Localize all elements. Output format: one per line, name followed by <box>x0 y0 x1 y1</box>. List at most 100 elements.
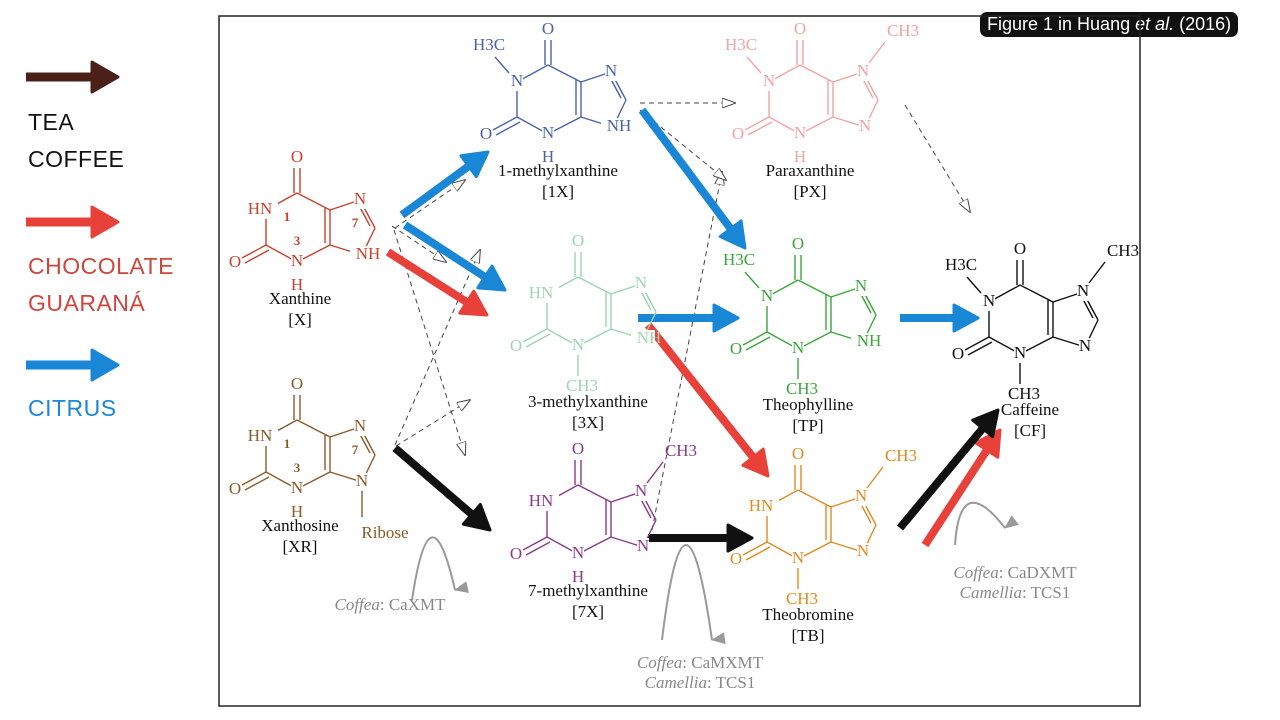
pathway-arrow <box>638 303 740 333</box>
atom-label: N <box>792 338 804 357</box>
atom-label: N <box>291 478 303 497</box>
atom-label: CH3 <box>786 379 818 398</box>
molecule-abbreviation: [XR] <box>283 537 318 556</box>
atom-label: NH <box>637 328 662 347</box>
atom-label: Ribose <box>361 523 408 542</box>
atom-label: HN <box>248 426 273 445</box>
atom-label: N <box>794 123 806 142</box>
molecule-name: Theophylline <box>763 395 854 414</box>
atom-label: N <box>291 251 303 270</box>
atom-label: N <box>1077 281 1089 300</box>
atom-label: O <box>291 374 303 393</box>
pathway-arrow <box>648 523 754 553</box>
atom-label: N <box>542 123 554 142</box>
atom-label: NH <box>356 244 381 263</box>
atom-label: H <box>291 502 303 521</box>
atom-label: O <box>510 336 522 355</box>
legend-label: CITRUS <box>28 395 117 421</box>
molecule-abbreviation: [1X] <box>542 182 574 201</box>
atom-label: N <box>605 61 617 80</box>
pathway-arrow <box>402 221 507 292</box>
atom-label: N <box>511 71 523 90</box>
atom-label: O <box>730 549 742 568</box>
atom-label: H <box>794 147 806 166</box>
atom-label: N <box>857 61 869 80</box>
atom-label: O <box>572 231 584 250</box>
atom-label: N <box>635 273 647 292</box>
atom-label: 1 <box>284 436 291 451</box>
molecule-name: 1-methylxanthine <box>498 161 618 180</box>
minor-pathway-arrow <box>395 400 470 447</box>
pathway-arrow <box>900 303 980 333</box>
legend-arrow-icon <box>26 348 121 387</box>
atom-label: N <box>1079 336 1091 355</box>
atom-label: NH <box>857 331 882 350</box>
pathway-arrow <box>392 444 492 532</box>
atom-label: HN <box>529 491 554 510</box>
molecule-name: 3-methylxanthine <box>528 392 648 411</box>
molecule-name: Paraxanthine <box>766 161 855 180</box>
molecule-abbreviation: [TP] <box>792 416 823 435</box>
atom-label: H3C <box>725 35 757 54</box>
enzyme-label: Camellia: TCS1 <box>645 673 756 692</box>
atom-label: CH3 <box>885 446 917 465</box>
atom-label: N <box>859 116 871 135</box>
atom-label: O <box>229 479 241 498</box>
atom-label: N <box>354 189 366 208</box>
minor-pathway-arrow <box>391 225 446 262</box>
molecule-abbreviation: [TB] <box>791 626 824 645</box>
atom-label: O <box>229 252 241 271</box>
atom-label: HN <box>248 199 273 218</box>
atom-label: H3C <box>473 35 505 54</box>
atom-label: CH3 <box>566 376 598 395</box>
enzyme-label: Coffea: CaXMT <box>335 595 447 614</box>
atom-label: 3 <box>294 460 301 475</box>
molecule-name: Theobromine <box>762 605 854 624</box>
figure-frame <box>218 15 1141 707</box>
atom-label: O <box>480 124 492 143</box>
atom-label: H <box>572 567 584 586</box>
atom-label: O <box>792 444 804 463</box>
atom-label: N <box>572 335 584 354</box>
atom-label: N <box>983 291 995 310</box>
pathway-arrow <box>638 107 747 250</box>
atom-label: O <box>542 19 554 38</box>
pathway-arrow <box>385 248 489 317</box>
legend-arrow-icon <box>26 205 121 244</box>
minor-pathway-arrow <box>651 172 722 531</box>
atom-label: CH3 <box>1008 384 1040 403</box>
atom-label: N <box>855 276 867 295</box>
enzyme-label: Camellia: TCS1 <box>960 583 1071 602</box>
atom-label: N <box>855 486 867 505</box>
molecule-abbreviation: [CF] <box>1014 421 1046 440</box>
atom-label: H3C <box>945 255 977 274</box>
atom-label: O <box>952 344 964 363</box>
atom-label: N <box>635 481 647 500</box>
atom-label: N <box>572 543 584 562</box>
atom-label: HN <box>749 496 774 515</box>
atom-label: N <box>792 548 804 567</box>
enzyme-arc-arrow <box>411 536 470 601</box>
atom-label: 1 <box>284 209 291 224</box>
atom-label: N <box>637 536 649 555</box>
enzyme-arc-arrow <box>661 544 726 645</box>
atom-label: O <box>730 339 742 358</box>
atom-label: H <box>542 147 554 166</box>
enzyme-label: Coffea: CaMXMT <box>637 653 764 672</box>
atom-label: 3 <box>294 233 301 248</box>
atom-label: H <box>291 275 303 294</box>
legend-arrow-icon <box>26 60 121 99</box>
minor-pathway-arrow <box>394 180 465 229</box>
atom-label: O <box>572 439 584 458</box>
atom-label: CH3 <box>665 441 697 460</box>
molecule-abbreviation: [X] <box>288 310 312 329</box>
